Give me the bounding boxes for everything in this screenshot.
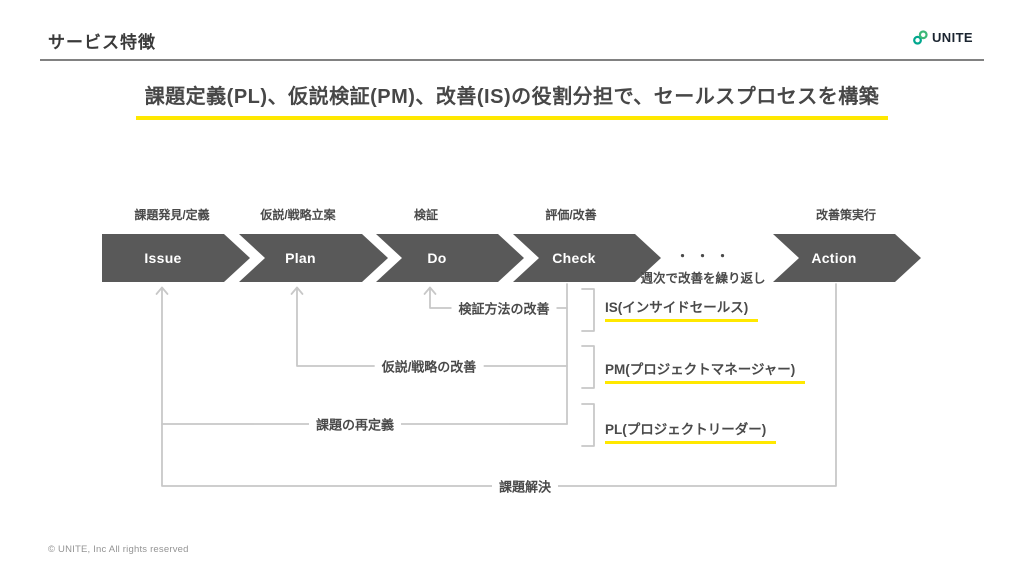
unite-logo: UNITE [912,29,973,46]
chevron-action: Action [773,234,921,282]
chevron-issue: Issue [102,234,250,282]
bracket-is [581,288,595,332]
bracket-pl [581,403,595,447]
loop-label-issue-redefine: 課題の再定義 [308,413,402,435]
loop-label-issue-solved: 課題解決 [491,475,559,497]
logo-text: UNITE [932,30,973,45]
chevron-check: Check [513,234,661,282]
phase-label-do: 検証 [413,208,439,222]
phase-label-issue: 課題発見/定義 [134,208,210,222]
bracket-pm [581,345,595,389]
role-label-pm: PM(プロジェクトマネージャー) [605,358,806,384]
do-arrowhead [423,286,437,295]
loop-label-verification-improve: 検証方法の改善 [451,297,557,319]
repeat-note: 週次で改善を繰り返し [640,271,766,286]
phase-label-plan: 仮説/戦略立案 [260,208,336,222]
role-label-is: IS(インサイドセールス) [605,296,759,322]
header-divider [40,59,984,61]
phase-label-action: 改善策実行 [815,208,877,222]
loop-label-hypothesis-improve: 仮説/戦略の改善 [374,355,484,377]
chevron-plan: Plan [239,234,388,282]
copyright: © UNITE, Inc All rights reserved [48,544,189,555]
page-title: サービス特徴 [48,33,156,52]
chain-link-icon [913,30,928,45]
plan-arrowhead [290,286,304,295]
slide-heading: 課題定義(PL)、仮説検証(PM)、改善(IS)の役割分担で、セールスプロセスを… [0,80,1024,120]
phase-label-check: 評価/改善 [545,208,597,222]
role-label-pl: PL(プロジェクトリーダー) [605,418,777,444]
chevron-do: Do [376,234,524,282]
heading-text: 課題定義(PL)、仮説検証(PM)、改善(IS)の役割分担で、セールスプロセスを… [135,80,889,120]
ellipsis-dots: ・・・ [675,248,737,264]
issue-arrowhead [155,286,169,295]
